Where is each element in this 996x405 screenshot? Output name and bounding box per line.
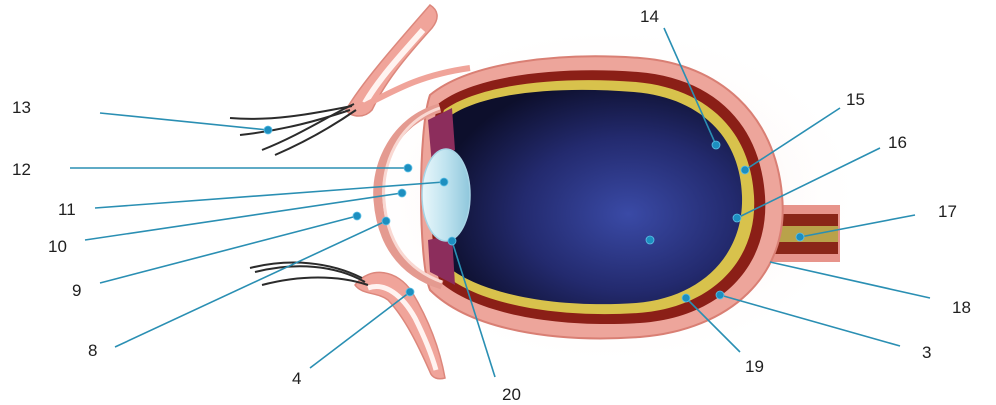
label-18: 18 [952, 298, 971, 317]
label-13: 13 [12, 98, 31, 117]
marker-vitreous [646, 236, 654, 244]
label-4: 4 [292, 369, 301, 388]
label-17: 17 [938, 202, 957, 221]
label-10: 10 [48, 237, 67, 256]
label-16: 16 [888, 133, 907, 152]
label-12: 12 [12, 160, 31, 179]
vitreous-body [443, 90, 742, 304]
marker-8 [382, 217, 390, 225]
marker-4 [406, 288, 414, 296]
upper-eyelashes [230, 104, 356, 155]
lens [422, 149, 470, 241]
marker-12 [404, 164, 412, 172]
label-19: 19 [745, 357, 764, 376]
label-15: 15 [846, 90, 865, 109]
marker-10 [398, 189, 406, 197]
label-8: 8 [88, 341, 97, 360]
marker-16 [733, 214, 741, 222]
marker-14 [712, 141, 720, 149]
label-9: 9 [72, 281, 81, 300]
lower-eyelashes [250, 263, 368, 285]
label-3: 3 [922, 343, 931, 362]
marker-20 [448, 237, 456, 245]
marker-15 [741, 166, 749, 174]
marker-11 [440, 178, 448, 186]
label-20: 20 [502, 385, 521, 404]
label-14: 14 [640, 7, 659, 26]
marker-13 [264, 126, 272, 134]
marker-9 [353, 212, 361, 220]
marker-19 [682, 294, 690, 302]
label-11: 11 [58, 200, 76, 219]
marker-3 [716, 291, 724, 299]
marker-17 [796, 233, 804, 241]
